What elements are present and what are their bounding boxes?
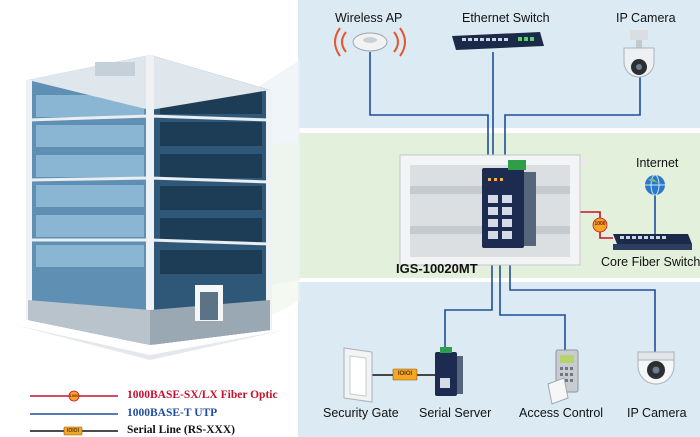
label-product-model: IGS-10020MT <box>396 261 478 276</box>
legend-label-utp: 1000BASE-T UTP <box>127 407 218 419</box>
label-core-fiber-switch: Core Fiber Switch <box>601 255 700 269</box>
legend-label-serial: Serial Line (RS-XXX) <box>127 424 235 436</box>
label-access-control: Access Control <box>519 406 604 420</box>
utp-link-ip-camera-bottom <box>509 245 656 352</box>
label-wireless-ap: Wireless AP <box>335 11 403 25</box>
label-ip-camera-bottom: IP Camera <box>627 406 687 420</box>
label-serial-server: Serial Server <box>419 406 492 420</box>
building-illustration <box>15 55 300 360</box>
utp-link-wireless-ap <box>369 52 489 180</box>
fiber-badge-text: 1000 <box>594 221 606 227</box>
utp-link-access-control <box>499 245 566 350</box>
security-gate-icon <box>343 347 373 403</box>
utp-link-serial-server <box>444 245 493 355</box>
ethernet-switch-icon <box>452 32 544 50</box>
label-security-gate: Security Gate <box>323 406 399 420</box>
legend-lines <box>30 390 118 436</box>
label-ethernet-switch: Ethernet Switch <box>462 11 550 25</box>
serial-badge-text: IOIOI <box>397 371 413 377</box>
industrial-switch-device <box>482 160 536 248</box>
legend-fiber-badge-text: 1000 <box>69 393 79 398</box>
legend-serial-badge-text: IOIOI <box>67 428 79 434</box>
legend-label-fiber: 1000BASE-SX/LX Fiber Optic <box>127 389 278 401</box>
utp-link-ip-camera-top <box>504 75 641 180</box>
serial-badge-link <box>392 368 418 381</box>
wireless-ap-icon <box>334 27 406 57</box>
serial-server-icon <box>435 347 463 396</box>
dome-camera-icon <box>637 351 675 385</box>
fiber-badge-link <box>592 217 608 233</box>
core-fiber-switch-icon <box>613 234 692 250</box>
ptz-camera-icon <box>623 30 655 78</box>
access-control-icon <box>547 349 579 405</box>
label-ip-camera-top: IP Camera <box>616 11 676 25</box>
label-internet: Internet <box>636 156 679 170</box>
internet-globe-icon <box>645 174 665 196</box>
